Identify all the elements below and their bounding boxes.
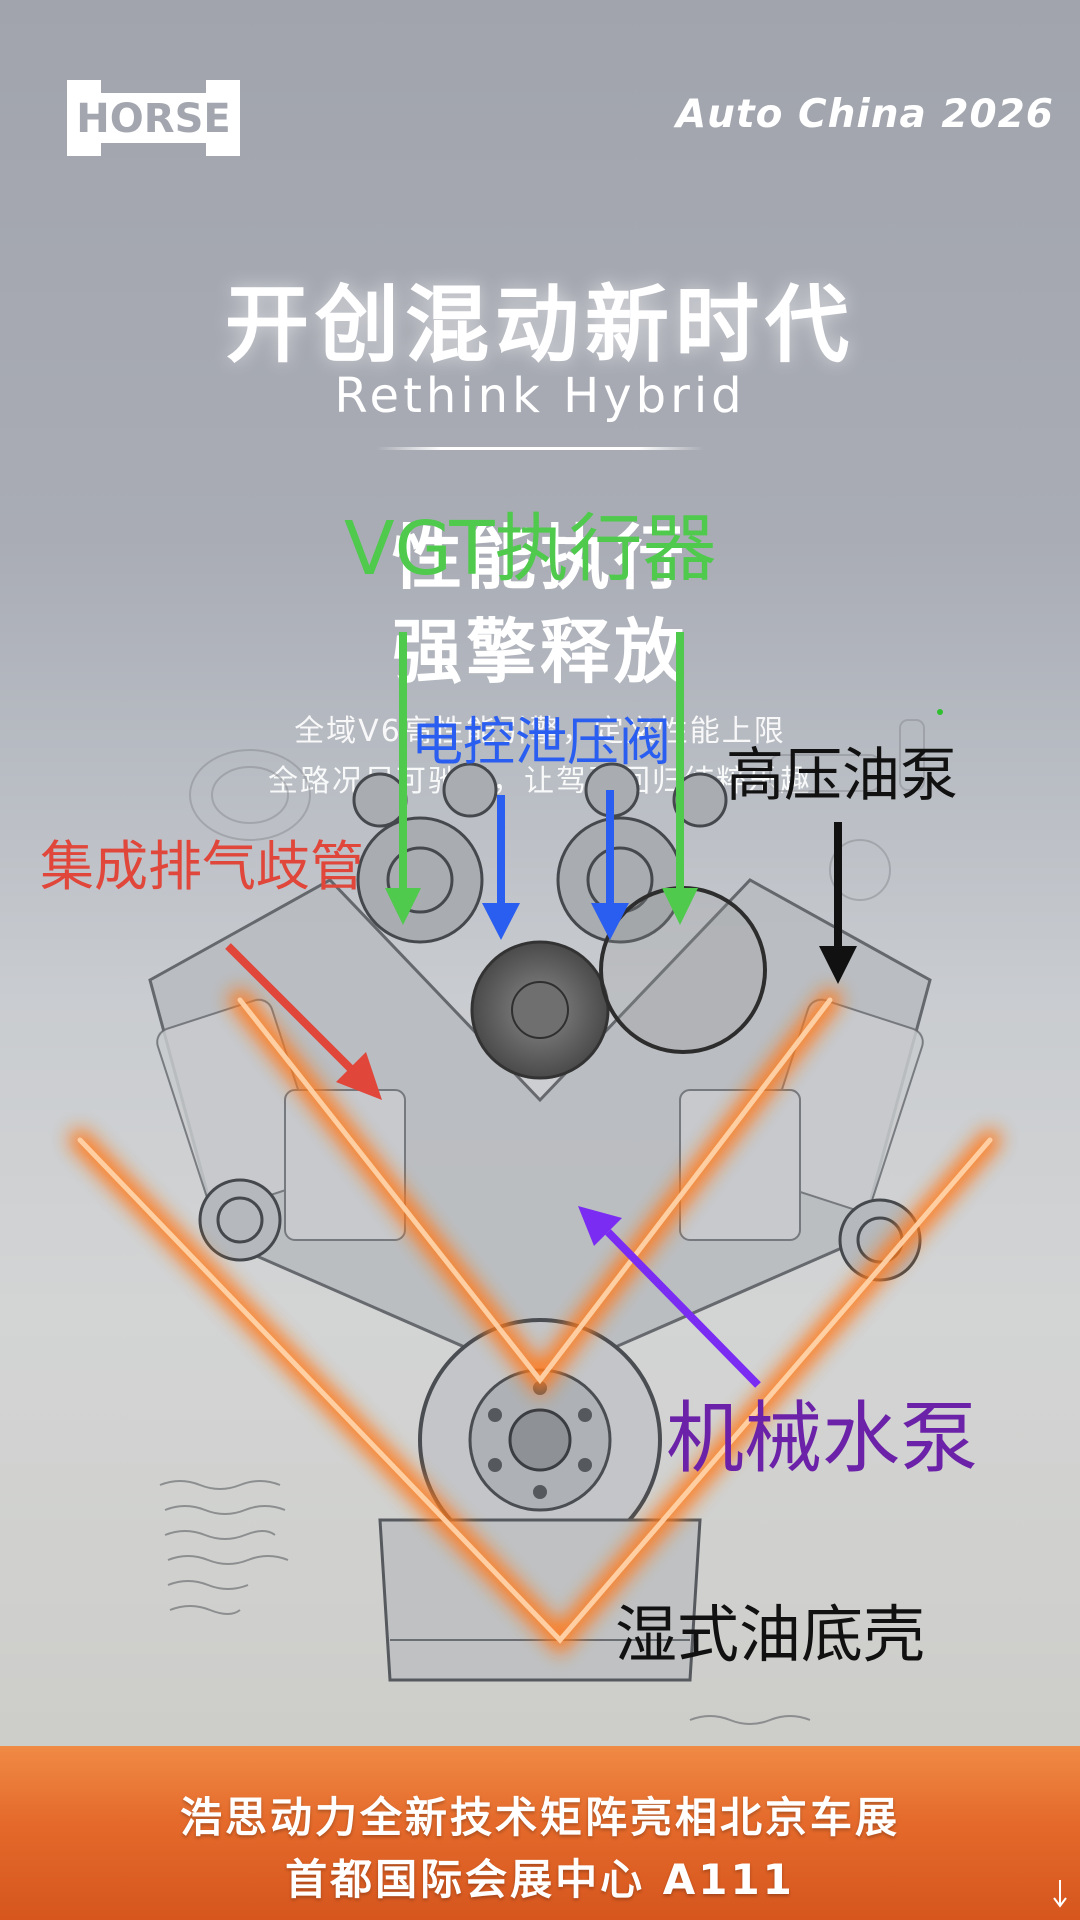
headline: 开创混动新时代 <box>224 276 855 374</box>
title-divider <box>376 447 704 450</box>
banner-line-2: 首都国际会展中心 A111 <box>285 1855 795 1904</box>
banner-line-1: 浩思动力全新技术矩阵亮相北京车展 <box>179 1793 900 1842</box>
scroll-down-icon[interactable] <box>1048 1878 1072 1910</box>
water-pump-arrow <box>605 1229 761 1388</box>
tagline-line-2: 强擎释放 <box>392 611 688 693</box>
horse-logo: HORSE <box>67 80 240 156</box>
label-high-pressure-fuel-pump: 高压油泵 <box>726 741 959 809</box>
label-mechanical-water-pump: 机械水泵 <box>666 1394 979 1484</box>
tagline-line-1: 性能执行 <box>392 517 688 599</box>
logo-wordmark: HORSE <box>76 96 230 142</box>
description-line-1: 全域V6高性能引擎，定义性能上限 <box>294 714 786 749</box>
label-wet-sump: 湿式油底壳 <box>615 1598 926 1671</box>
manifold-arrow <box>225 943 355 1073</box>
label-integrated-exhaust-manifold: 集成排气歧管 <box>40 835 364 898</box>
label-electronic-wastegate: 电控泄压阀 <box>411 713 672 773</box>
bottom-banner: 浩思动力全新技术矩阵亮相北京车展 首都国际会展中心 A111 <box>0 1746 1080 1920</box>
subheadline: Rethink Hybrid <box>334 368 746 424</box>
engine-sketch-illustration <box>69 719 1001 1725</box>
expo-brand: Auto China 2026 <box>676 92 1054 137</box>
label-vgt-actuator: VGT执行器 <box>344 506 717 592</box>
